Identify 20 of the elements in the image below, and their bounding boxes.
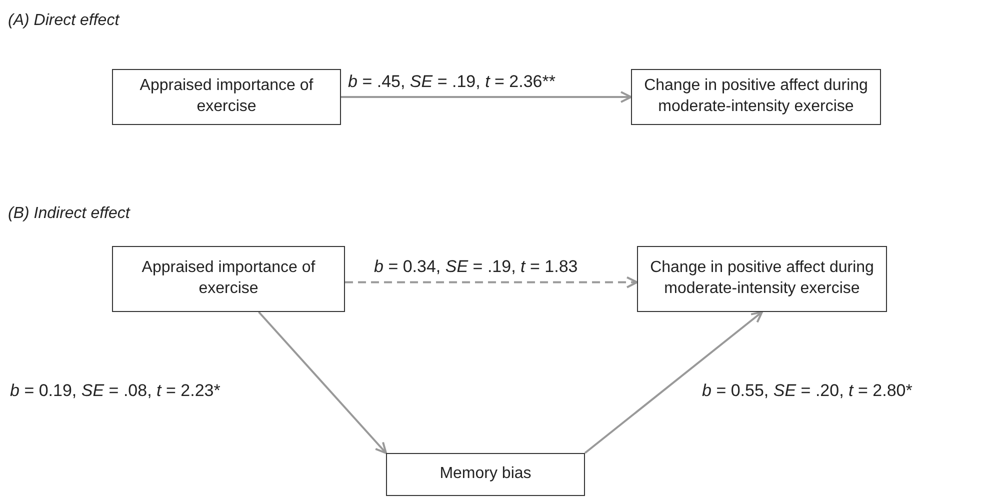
section-heading: (B) Indirect effect: [8, 205, 130, 223]
process-box: [112, 69, 341, 125]
box-text: Change in positive affect during moderate-intensity exercise: [649, 258, 875, 299]
edge-label: b = 0.19, SE = .08, t = 2.23*: [8, 381, 222, 401]
arrow: [258, 311, 387, 454]
arrow: [584, 311, 763, 454]
section-heading: (A) Direct effect: [8, 12, 120, 30]
box-text: Memory bias: [440, 464, 532, 484]
box-text: Appraised importance of exercise: [138, 76, 314, 117]
box-text: Change in positive affect during moderate-intensity exercise: [643, 76, 869, 117]
process-box: [386, 453, 585, 496]
process-box: [631, 69, 881, 125]
arrow: [345, 276, 638, 288]
box-text: Appraised importance of exercise: [140, 258, 316, 299]
arrow: [341, 91, 632, 103]
process-box: [112, 246, 345, 312]
edge-label: b = .45, SE = .19, t = 2.36**: [346, 72, 558, 92]
process-box: [637, 246, 887, 312]
edge-label: b = 0.34, SE = .19, t = 1.83: [372, 257, 580, 277]
edge-label: b = 0.55, SE = .20, t = 2.80*: [700, 381, 914, 401]
